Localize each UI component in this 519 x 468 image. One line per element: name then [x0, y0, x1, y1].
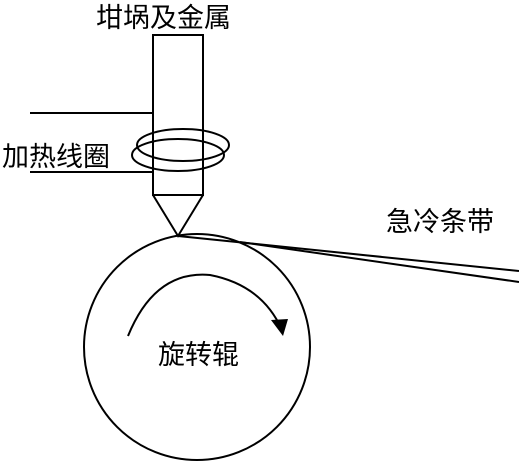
rotation-arrow-arc — [127, 273, 283, 337]
coil-loop-upper — [136, 128, 230, 162]
quenched-ribbon-label: 急冷条带 — [386, 207, 494, 238]
crucible — [152, 34, 204, 196]
rotating-roller-label: 旋转辊 — [158, 340, 239, 371]
heating-coil-label: 加热线圈 — [2, 142, 110, 173]
coil-loop-lower — [131, 138, 225, 172]
crucible-nozzle — [152, 194, 204, 238]
roller — [83, 233, 311, 461]
rotation-arrowhead — [271, 319, 288, 336]
crucible-metal-label: 坩埚及金属 — [96, 3, 231, 34]
ribbon-edge-lower — [239, 241, 519, 283]
ribbon-edge-upper — [177, 235, 519, 272]
